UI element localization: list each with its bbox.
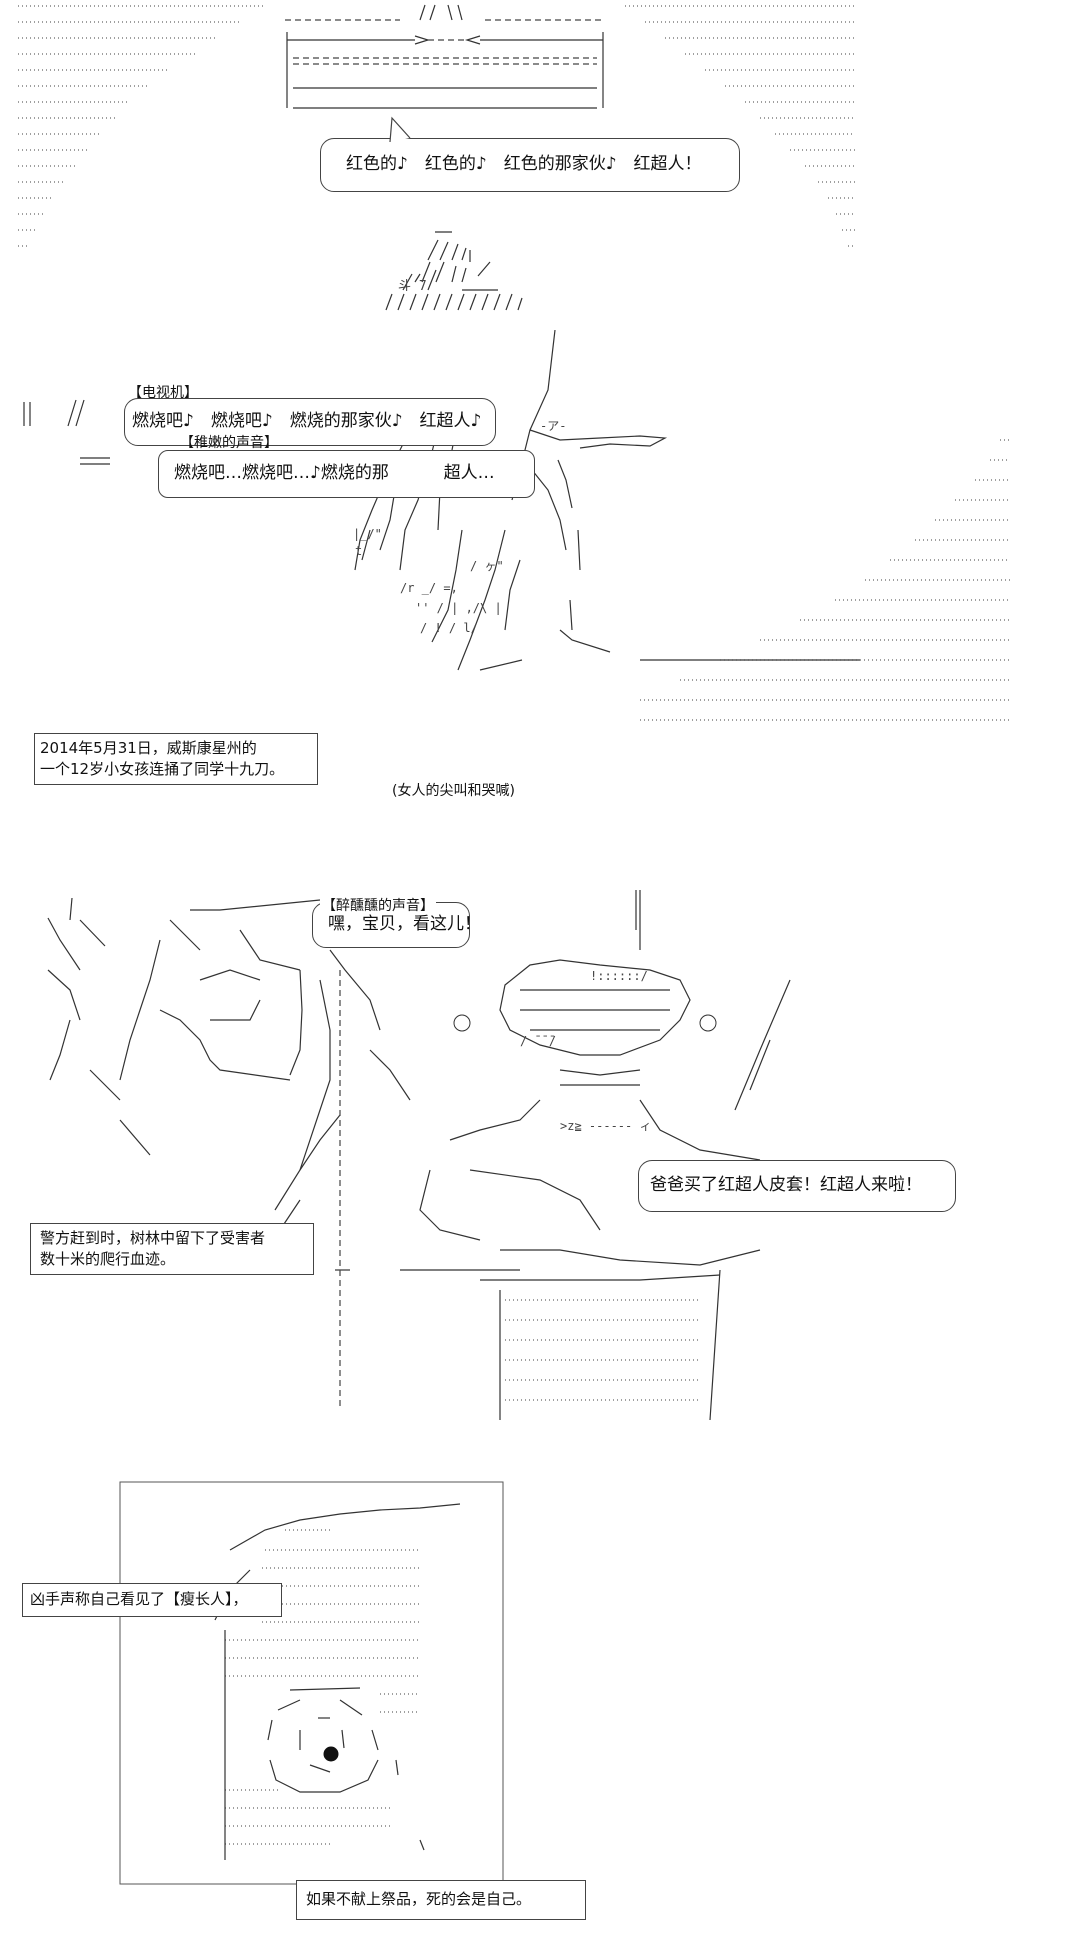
news-caption-line-1: 2014年5月31日，威斯康星州的 bbox=[40, 739, 257, 757]
child-voice-tag: 【稚嫩的声音】 bbox=[180, 435, 278, 451]
svg-text:t: t bbox=[355, 544, 362, 558]
panel-3: !::::::/ / ̄ ̄ ̄/ >z≧ ------ ィ 【醉醺醺的声音】 … bbox=[0, 870, 1080, 1430]
svg-text:-ア-: -ア- bbox=[540, 419, 566, 433]
svg-text:!::::::/: !::::::/ bbox=[590, 969, 648, 983]
dad-shout-line: 爸爸买了红超人皮套！红超人来啦！ bbox=[650, 1175, 922, 1195]
tv-song-lyric: 燃烧吧♪ 燃烧吧♪ 燃烧的那家伙♪ 红超人♪ bbox=[132, 411, 482, 431]
panel-4-ascii-art bbox=[119, 1481, 504, 1885]
song-lyric-red-hero: 红色的♪ 红色的♪ 红色的那家伙♪ 红超人！ bbox=[346, 154, 702, 174]
slender-caption: 凶手声称自己看见了【瘦长人】， bbox=[30, 1590, 248, 1608]
panel-3-ascii-art: !::::::/ / ̄ ̄ ̄/ >z≧ ------ ィ bbox=[47, 890, 791, 1421]
news-caption-line-2: 一个12岁小女孩连捅了同学十九刀。 bbox=[40, 760, 285, 778]
panel-4: 凶手声称自己看见了【瘦长人】， 如果不献上祭品，死的会是自己。 bbox=[0, 1430, 1080, 1941]
svg-text:/ ヶ": / ヶ" bbox=[470, 559, 504, 573]
police-caption-line-2: 数十米的爬行血迹。 bbox=[40, 1250, 176, 1268]
sacrifice-caption: 如果不献上祭品，死的会是自己。 bbox=[306, 1890, 532, 1908]
tv-bubble-frame bbox=[124, 398, 496, 446]
bubble-tail bbox=[389, 116, 411, 143]
police-caption-frame bbox=[30, 1223, 314, 1275]
dad-bubble-frame bbox=[638, 1160, 956, 1212]
svg-text:斗 7: 斗 7 bbox=[398, 279, 427, 294]
panel-2-ascii-art: /r _/ =, '' / | ,/\ | / ! / l/ / ヶ" |_/"… bbox=[23, 330, 1010, 721]
svg-text:|_/": |_/" bbox=[353, 527, 382, 541]
child-song-lyric-tail: 超人… bbox=[443, 463, 495, 483]
panel-2: /r _/ =, '' / | ,/\ | / ! / l/ / ヶ" |_/"… bbox=[0, 330, 1080, 870]
drunk-voice-tag: 【醉醺醺的声音】 bbox=[320, 895, 436, 915]
panel-1: 斗 7 红色的♪ 红色的♪ 红色的那家伙♪ 红超人！ bbox=[0, 0, 1080, 330]
svg-text:/ ̄ ̄ ̄/: / ̄ ̄ ̄/ bbox=[520, 1034, 556, 1048]
svg-text:/r _/ =,: /r _/ =, bbox=[400, 581, 458, 595]
panel-1-ascii-art: 斗 7 bbox=[18, 4, 855, 311]
bottom-caption-frame bbox=[296, 1880, 586, 1920]
tv-tag: 【电视机】 bbox=[128, 385, 198, 401]
svg-text:'' / | ,/\ |: '' / | ,/\ | bbox=[415, 601, 502, 615]
woman-scream-note: (女人的尖叫和哭喊) bbox=[392, 783, 515, 799]
drunk-voice-line: 嘿，宝贝，看这儿！ bbox=[328, 914, 481, 934]
news-caption-frame bbox=[34, 733, 318, 785]
svg-text:/ ! / l/: / ! / l/ bbox=[420, 621, 478, 635]
child-bubble-frame bbox=[158, 450, 535, 498]
child-song-lyric-text: 燃烧吧…燃烧吧…♪燃烧的那 bbox=[174, 463, 389, 483]
child-song-lyric: 燃烧吧…燃烧吧…♪燃烧的那 超人… bbox=[174, 461, 495, 485]
slender-caption-frame bbox=[22, 1583, 282, 1617]
speech-bubble-frame bbox=[320, 138, 740, 192]
svg-text:>z≧ ------ ィ: >z≧ ------ ィ bbox=[560, 1119, 651, 1133]
police-caption-line-1: 警方赶到时，树林中留下了受害者 bbox=[40, 1229, 266, 1247]
